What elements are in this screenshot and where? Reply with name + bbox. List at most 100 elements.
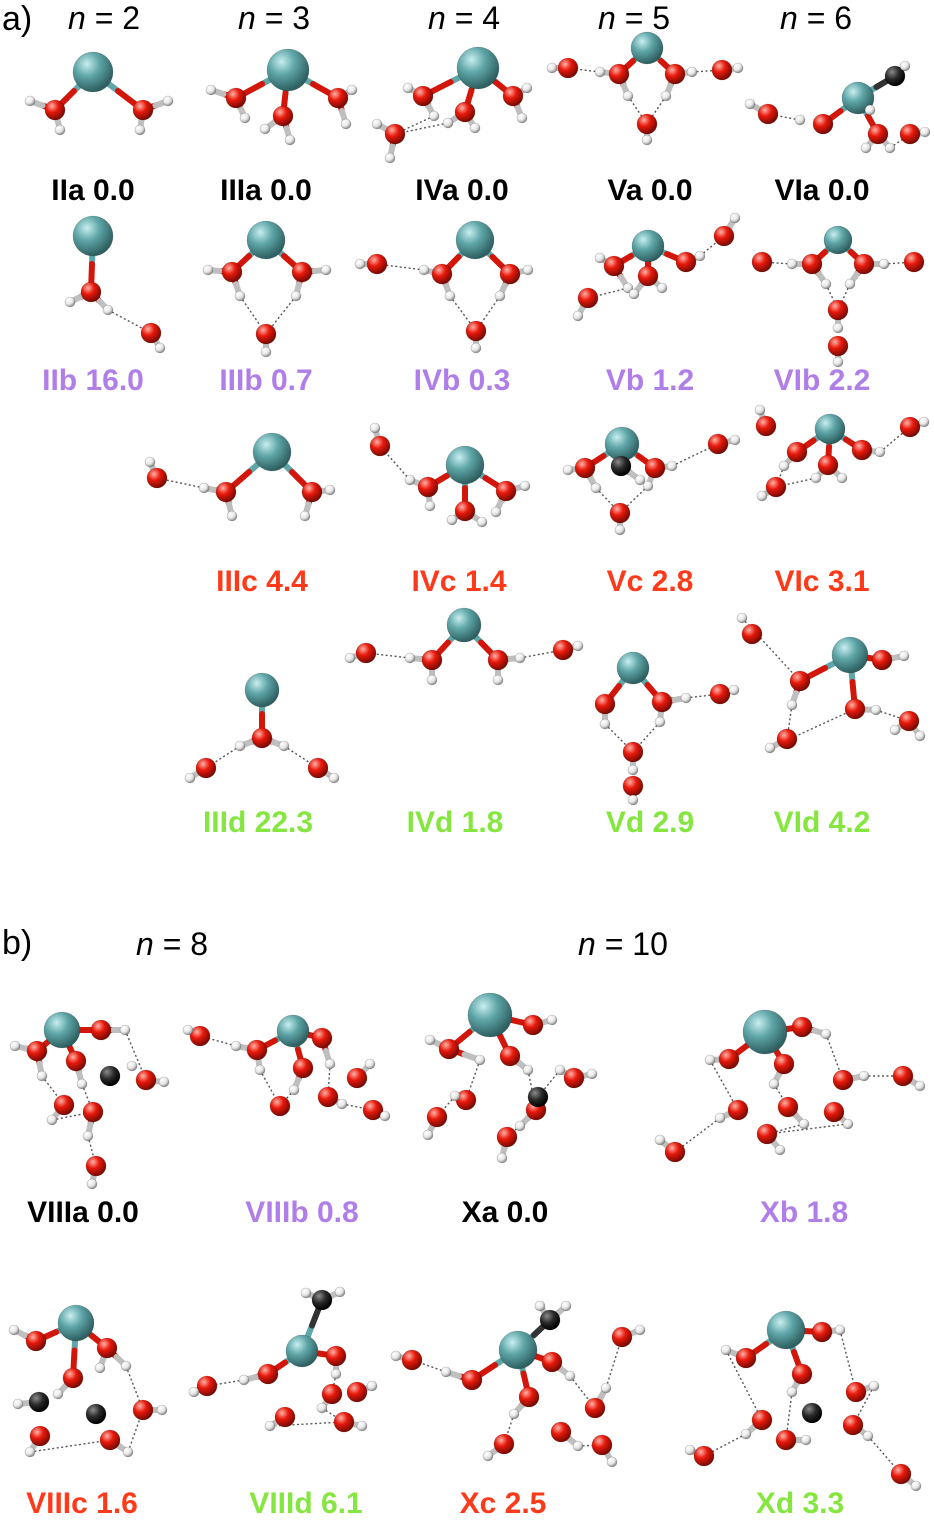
hydrogen-atom: [798, 1118, 810, 1130]
oxygen-atom: [898, 710, 920, 732]
hydrogen-atom: [600, 1382, 612, 1394]
oxygen-atom: [461, 1369, 483, 1391]
oxygen-atom: [827, 299, 849, 321]
oxygen-atom: [552, 639, 574, 661]
oxygen-atom: [851, 439, 873, 461]
oxygen-atom: [707, 433, 729, 455]
label-IIIc: IIIc 4.4: [216, 565, 308, 598]
oxygen-atom: [584, 1397, 606, 1419]
metal-atom: [276, 1014, 310, 1048]
oxygen-atom: [146, 467, 168, 489]
oxygen-atom: [765, 476, 787, 498]
hydrogen-atom: [844, 278, 856, 290]
hydrogen-atom: [729, 212, 741, 224]
label-Xd: Xd 3.3: [755, 1487, 845, 1520]
cluster-structures: [8, 31, 931, 1492]
carbon-atom: [801, 1402, 823, 1424]
oxygen-atom: [140, 322, 162, 344]
oxygen-atom: [867, 123, 889, 145]
hydrogen-atom: [490, 506, 502, 518]
hydrogen-atom: [642, 480, 654, 492]
oxygen-atom: [777, 1096, 799, 1118]
hydrogen-atom: [627, 764, 639, 776]
oxygen-atom: [401, 1349, 423, 1371]
cluster-IVd: [344, 607, 584, 686]
header-n3: n = 3: [238, 0, 311, 36]
metal-atom: [445, 445, 485, 485]
hydrogen-atom: [9, 1040, 21, 1052]
cluster-VIIIa: [9, 1011, 170, 1190]
oxygen-atom: [246, 1039, 268, 1061]
oxygen-atom: [132, 1399, 154, 1421]
oxygen-atom: [757, 103, 779, 125]
oxygen-atom: [522, 1014, 544, 1036]
metal-atom: [244, 672, 280, 708]
metal-atom: [467, 992, 513, 1038]
hydrogen-atom: [656, 282, 668, 294]
hydrogen-atom: [778, 460, 790, 472]
cluster-IVb: [354, 220, 534, 354]
oxygen-atom: [751, 1409, 773, 1431]
oxygen-atom: [776, 728, 798, 750]
hydrogen-atom: [729, 434, 741, 446]
hydrogen-atom: [634, 1324, 646, 1336]
label-IVa: IVa 0.0: [415, 174, 509, 207]
hydrogen-atom: [874, 446, 886, 458]
label-IIIb: IIIb 0.7: [219, 364, 313, 397]
oxygen-atom: [196, 1375, 218, 1397]
cluster-VIIIb: [182, 1014, 391, 1122]
hydrogen-atom: [774, 1144, 786, 1156]
oxygen-atom: [518, 1386, 540, 1408]
label-VIIId: VIIId 6.1: [249, 1487, 363, 1520]
carbon-atom: [527, 1086, 549, 1108]
oxygen-atom: [269, 1095, 291, 1117]
oxygen-atom: [189, 1025, 211, 1047]
hydrogen-atom: [198, 482, 210, 494]
hydrogen-atom: [666, 460, 678, 472]
oxygen-atom: [789, 670, 811, 692]
metal-atom: [72, 51, 114, 93]
carbon-atom: [99, 1065, 121, 1087]
oxygen-atom: [735, 1347, 757, 1369]
hydrogen-atom: [469, 122, 481, 134]
hydrogen-atom: [554, 1064, 566, 1076]
oxygen-atom: [29, 1425, 51, 1447]
hydrogen-atom: [476, 516, 488, 528]
oxygen-atom: [718, 1048, 740, 1070]
hydrogen-bond: [199, 1035, 237, 1047]
label-Vd: Vd 2.9: [605, 806, 695, 839]
hydrogen-bond: [703, 1433, 747, 1457]
cluster-VIa: [744, 60, 931, 154]
oxygen-atom: [636, 113, 658, 135]
oxygen-atom: [499, 1045, 521, 1067]
label-Xb: Xb 1.8: [759, 1196, 849, 1229]
hydrogen-atom: [330, 1368, 342, 1380]
metal-atom: [456, 46, 500, 90]
metal-atom: [72, 215, 114, 257]
oxygen-atom: [327, 87, 349, 109]
hydrogen-bond: [269, 1421, 345, 1427]
oxygen-atom: [99, 1429, 121, 1451]
hydrogen-atom: [442, 117, 454, 129]
oxygen-atom: [496, 1126, 518, 1148]
hydrogen-atom: [162, 95, 174, 107]
oxygen-atom: [832, 1069, 854, 1091]
metal-atom: [455, 220, 495, 260]
oxygen-atom: [817, 454, 839, 476]
hydrogen-atom: [94, 1362, 106, 1374]
hydrogen-atom: [64, 296, 76, 308]
hydrogen-atom: [424, 1034, 436, 1046]
oxygen-atom: [362, 1099, 384, 1121]
oxygen-atom: [842, 1414, 864, 1436]
oxygen-atom: [272, 105, 294, 127]
hydrogen-atom: [324, 484, 336, 496]
hydrogen-atom: [336, 1098, 348, 1110]
carbon-atom: [311, 1289, 333, 1311]
hydrogen-atom: [238, 1374, 250, 1386]
label-VIb: VIb 2.2: [773, 364, 871, 397]
oxygen-atom: [493, 1433, 515, 1455]
hydrogen-atom: [324, 1058, 336, 1070]
oxygen-atom: [664, 63, 686, 85]
hydrogen-atom: [316, 1402, 328, 1414]
oxygen-atom: [890, 1463, 912, 1485]
